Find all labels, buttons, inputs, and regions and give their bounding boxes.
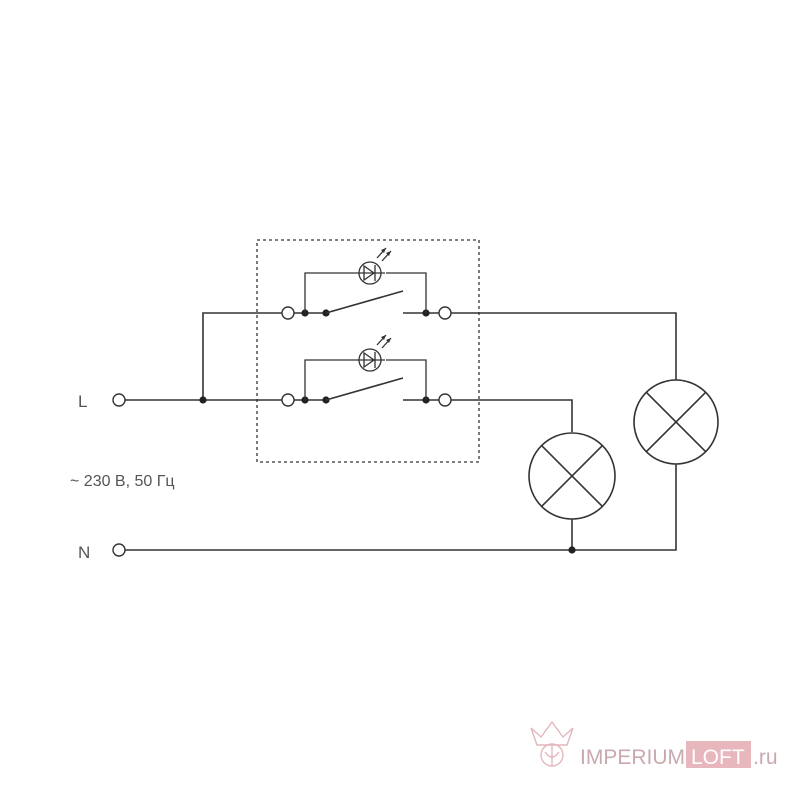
led-icon xyxy=(355,334,392,372)
watermark-highlight-box xyxy=(686,741,751,768)
watermark-suffix: .ru xyxy=(753,746,778,769)
lamp-icon xyxy=(528,432,616,520)
upper-switch xyxy=(281,247,452,320)
neutral-terminal xyxy=(112,543,126,557)
watermark-highlight: LOFT xyxy=(691,746,745,769)
watermark: IMPERIUM LOFT .ru xyxy=(530,720,778,769)
switch-icon xyxy=(325,377,404,401)
terminal-icon xyxy=(438,306,452,320)
lamp-icon xyxy=(633,379,719,465)
upper-output-wire xyxy=(451,312,677,380)
switch-housing xyxy=(256,239,480,463)
led-icon xyxy=(355,247,392,285)
voltage-label: ~ 230 В, 50 Гц xyxy=(70,473,175,490)
terminal-icon xyxy=(438,393,452,407)
lower-switch xyxy=(281,334,452,407)
switch-icon xyxy=(325,290,404,314)
terminal-icon xyxy=(281,306,295,320)
line-wire xyxy=(125,312,282,404)
line-label: L xyxy=(78,392,87,411)
neutral-wire xyxy=(125,464,677,554)
crown-logo xyxy=(530,720,574,767)
neutral-label: N xyxy=(78,543,90,562)
terminal-icon xyxy=(281,393,295,407)
line-terminal xyxy=(112,393,126,407)
lower-output-wire xyxy=(451,399,573,432)
watermark-brand: IMPERIUM xyxy=(580,746,685,769)
